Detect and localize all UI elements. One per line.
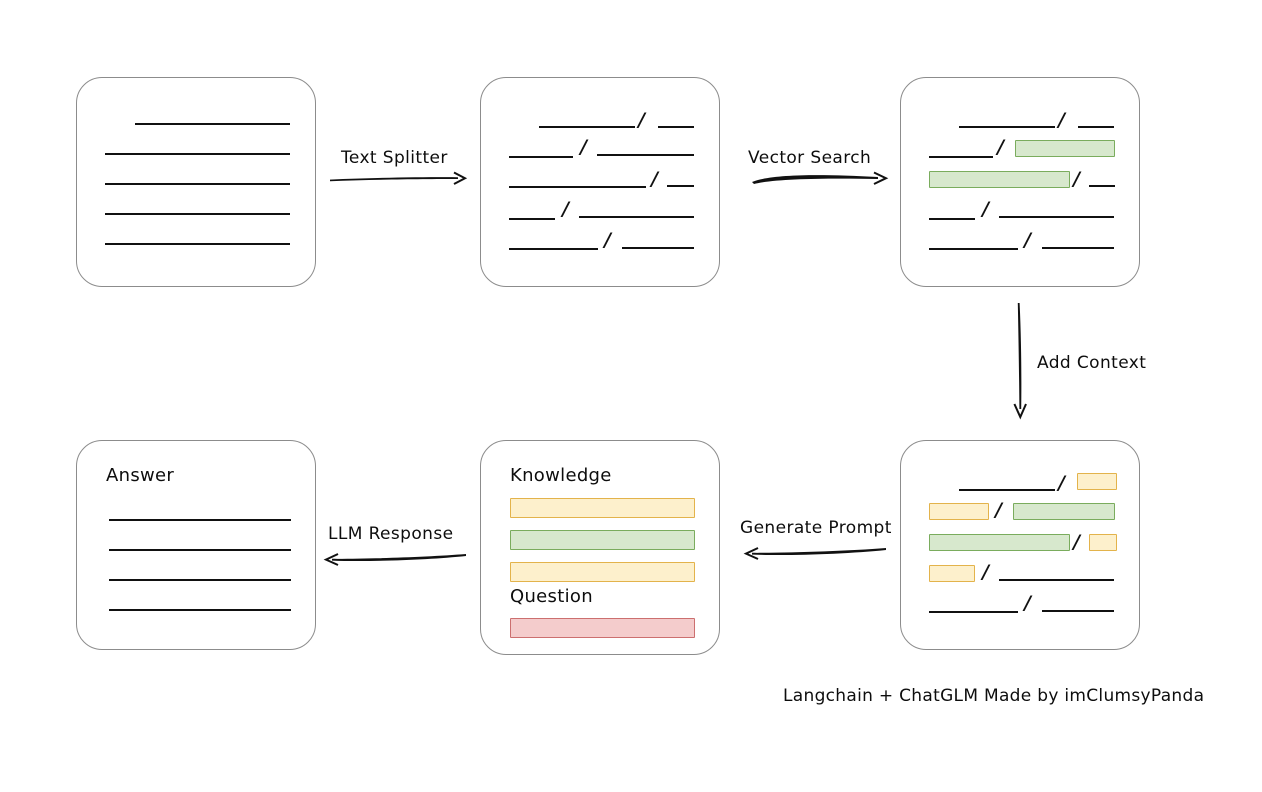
highlight-chip-green xyxy=(929,534,1070,551)
document-line xyxy=(105,243,290,245)
arrow-label-add-context: Add Context xyxy=(1037,353,1147,373)
document-line xyxy=(105,153,290,155)
knowledge-chip-green xyxy=(510,530,695,550)
answer-line xyxy=(109,549,291,551)
document-line-segment xyxy=(1042,610,1114,612)
arrow-label-generate-prompt: Generate Prompt xyxy=(740,518,892,538)
document-line-segment xyxy=(597,154,694,156)
document-line-segment xyxy=(622,247,694,249)
arrow-generate-prompt xyxy=(743,547,886,560)
question-label: Question xyxy=(510,586,593,607)
document-line-segment xyxy=(667,185,694,187)
card-split-document: / / / / / xyxy=(480,77,720,287)
slash-separator: / xyxy=(580,136,587,158)
arrow-vector-search xyxy=(752,171,889,185)
document-line-segment xyxy=(579,216,694,218)
card-source-document xyxy=(76,77,316,287)
slash-separator: / xyxy=(982,198,989,220)
document-line-segment xyxy=(509,218,555,220)
document-line-segment xyxy=(509,186,646,188)
slash-separator: / xyxy=(982,561,989,583)
document-line-segment xyxy=(658,126,694,128)
highlight-chip-green xyxy=(1015,140,1115,157)
document-line-segment xyxy=(929,218,975,220)
document-line-segment xyxy=(999,579,1114,581)
slash-separator: / xyxy=(604,229,611,251)
slash-separator: / xyxy=(1058,472,1065,494)
slash-separator: / xyxy=(1058,109,1065,131)
slash-separator: / xyxy=(1024,592,1031,614)
knowledge-chip-yellow xyxy=(510,562,695,582)
slash-separator: / xyxy=(562,198,569,220)
highlight-chip-yellow xyxy=(1077,473,1117,490)
slash-separator: / xyxy=(1073,531,1080,553)
arrow-llm-response xyxy=(323,553,466,566)
document-line-segment xyxy=(929,248,1018,250)
slash-separator: / xyxy=(997,136,1004,158)
card-vector-matched-document: / / / / / xyxy=(900,77,1140,287)
diagram-caption: Langchain + ChatGLM Made by imClumsyPand… xyxy=(783,686,1205,706)
knowledge-label: Knowledge xyxy=(510,465,612,486)
arrow-text-splitter xyxy=(330,171,468,185)
document-line-segment xyxy=(1089,185,1115,187)
document-line xyxy=(105,183,290,185)
knowledge-chip-yellow xyxy=(510,498,695,518)
answer-line xyxy=(109,609,291,611)
highlight-chip-green xyxy=(929,171,1070,188)
card-answer: Answer xyxy=(76,440,316,650)
arrow-label-vector-search: Vector Search xyxy=(748,148,872,168)
document-line-segment xyxy=(929,611,1018,613)
document-line xyxy=(135,123,290,125)
slash-separator: / xyxy=(651,168,658,190)
document-line-segment xyxy=(999,216,1114,218)
question-chip-red xyxy=(510,618,695,638)
slash-separator: / xyxy=(638,109,645,131)
slash-separator: / xyxy=(1024,229,1031,251)
highlight-chip-yellow xyxy=(1089,534,1117,551)
highlight-chip-green xyxy=(1013,503,1115,520)
document-line-segment xyxy=(929,156,993,158)
document-line-segment xyxy=(959,489,1055,491)
answer-label: Answer xyxy=(106,465,175,486)
document-line-segment xyxy=(509,248,598,250)
card-context-document: / / / / / xyxy=(900,440,1140,650)
document-line-segment xyxy=(1042,247,1114,249)
document-line-segment xyxy=(509,156,573,158)
slash-separator: / xyxy=(1073,168,1080,190)
arrow-add-context xyxy=(1013,303,1027,420)
arrow-label-text-splitter: Text Splitter xyxy=(341,148,448,168)
highlight-chip-yellow xyxy=(929,503,989,520)
card-prompt: Knowledge Question xyxy=(480,440,720,655)
document-line xyxy=(105,213,290,215)
answer-line xyxy=(109,519,291,521)
arrow-label-llm-response: LLM Response xyxy=(328,524,454,544)
document-line-segment xyxy=(1078,126,1114,128)
highlight-chip-yellow xyxy=(929,565,975,582)
document-line-segment xyxy=(539,126,635,128)
document-line-segment xyxy=(959,126,1055,128)
answer-line xyxy=(109,579,291,581)
slash-separator: / xyxy=(995,499,1002,521)
